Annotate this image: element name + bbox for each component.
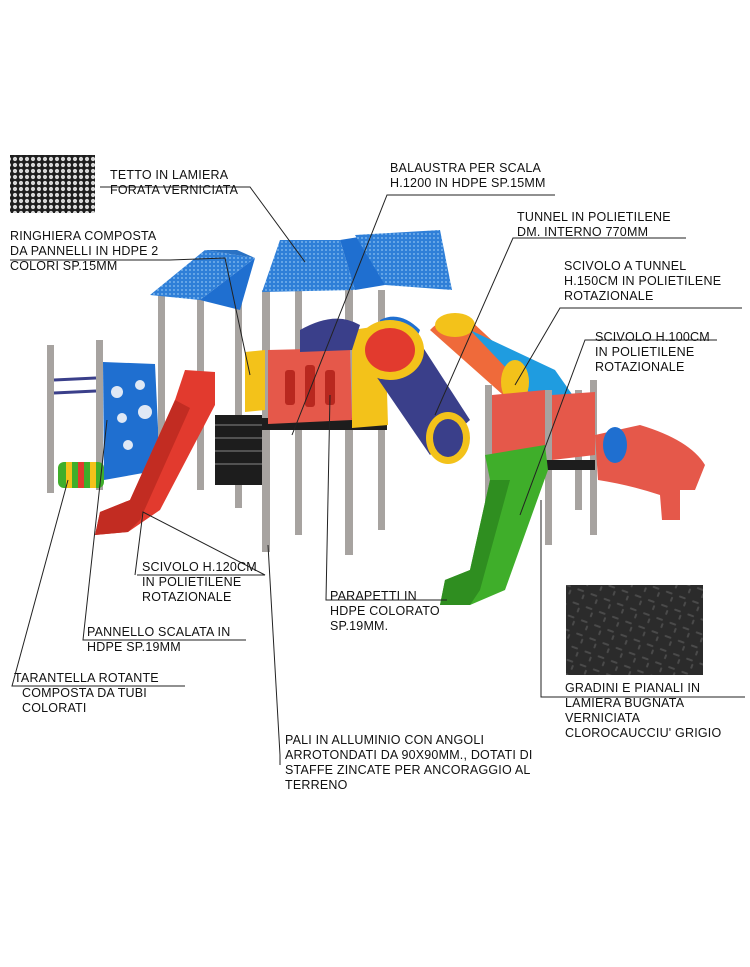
perforated-sheet-swatch-icon (10, 155, 95, 213)
leader-pannello (82, 419, 246, 641)
label-scivolo-tunnel: SCIVOLO A TUNNEL H.150CM IN POLIETILENE … (564, 259, 722, 303)
label-gradini: GRADINI E PIANALI IN LAMIERA BUGNATA VER… (565, 681, 722, 740)
playground-illustration (47, 230, 705, 605)
leader-pali (267, 544, 281, 765)
leader-tetto (100, 186, 306, 263)
label-tunnel: TUNNEL IN POLIETILENE DM. INTERNO 770MM (517, 210, 671, 239)
label-scivolo-100: SCIVOLO H.100CM IN POLIETILENE ROTAZIONA… (595, 330, 710, 374)
label-tetto: TETTO IN LAMIERA FORATA VERNICIATA (110, 168, 239, 197)
monkey-bars (47, 340, 103, 493)
main-roof (262, 230, 452, 292)
red-slide-120 (95, 370, 215, 535)
label-pali: PALI IN ALLUMINIO CON ANGOLI ARROTONDATI… (285, 733, 533, 792)
leader-gradini (540, 500, 745, 698)
green-slide-100 (440, 445, 548, 605)
leader-balaustra (291, 194, 555, 436)
label-balaustra: BALAUSTRA PER SCALA H.1200 IN HDPE SP.15… (390, 161, 546, 190)
tread-plate-swatch-icon (566, 585, 703, 675)
leader-tunnel (434, 237, 686, 416)
leader-tarantella (11, 479, 185, 687)
tunnel (356, 320, 470, 464)
label-parapetti: PARAPETTI IN HDPE COLORATO SP.19MM. (330, 589, 440, 633)
leader-scivolo-tunnel (514, 307, 742, 386)
label-tarantella: TARANTELLA ROTANTE COMPOSTA DA TUBI COLO… (14, 671, 159, 715)
tarantella-spinner (58, 462, 104, 488)
leader-ringhiera (10, 257, 251, 376)
left-roof (150, 250, 255, 310)
label-scivolo-120: SCIVOLO H.120CM IN POLIETILENE ROTAZIONA… (142, 560, 257, 604)
stairs (215, 415, 270, 485)
leader-lines (10, 186, 745, 765)
red-tube-slide (595, 425, 705, 520)
label-ringhiera: RINGHIERA COMPOSTA DA PANNELLI IN HDPE 2… (10, 229, 159, 273)
leader-parapetti (325, 394, 447, 601)
leader-scivolo-120 (134, 511, 266, 576)
leader-scivolo-100 (519, 339, 717, 516)
label-pannello: PANNELLO SCALATA IN HDPE SP.19MM (87, 625, 231, 654)
climbing-panel (103, 362, 160, 480)
